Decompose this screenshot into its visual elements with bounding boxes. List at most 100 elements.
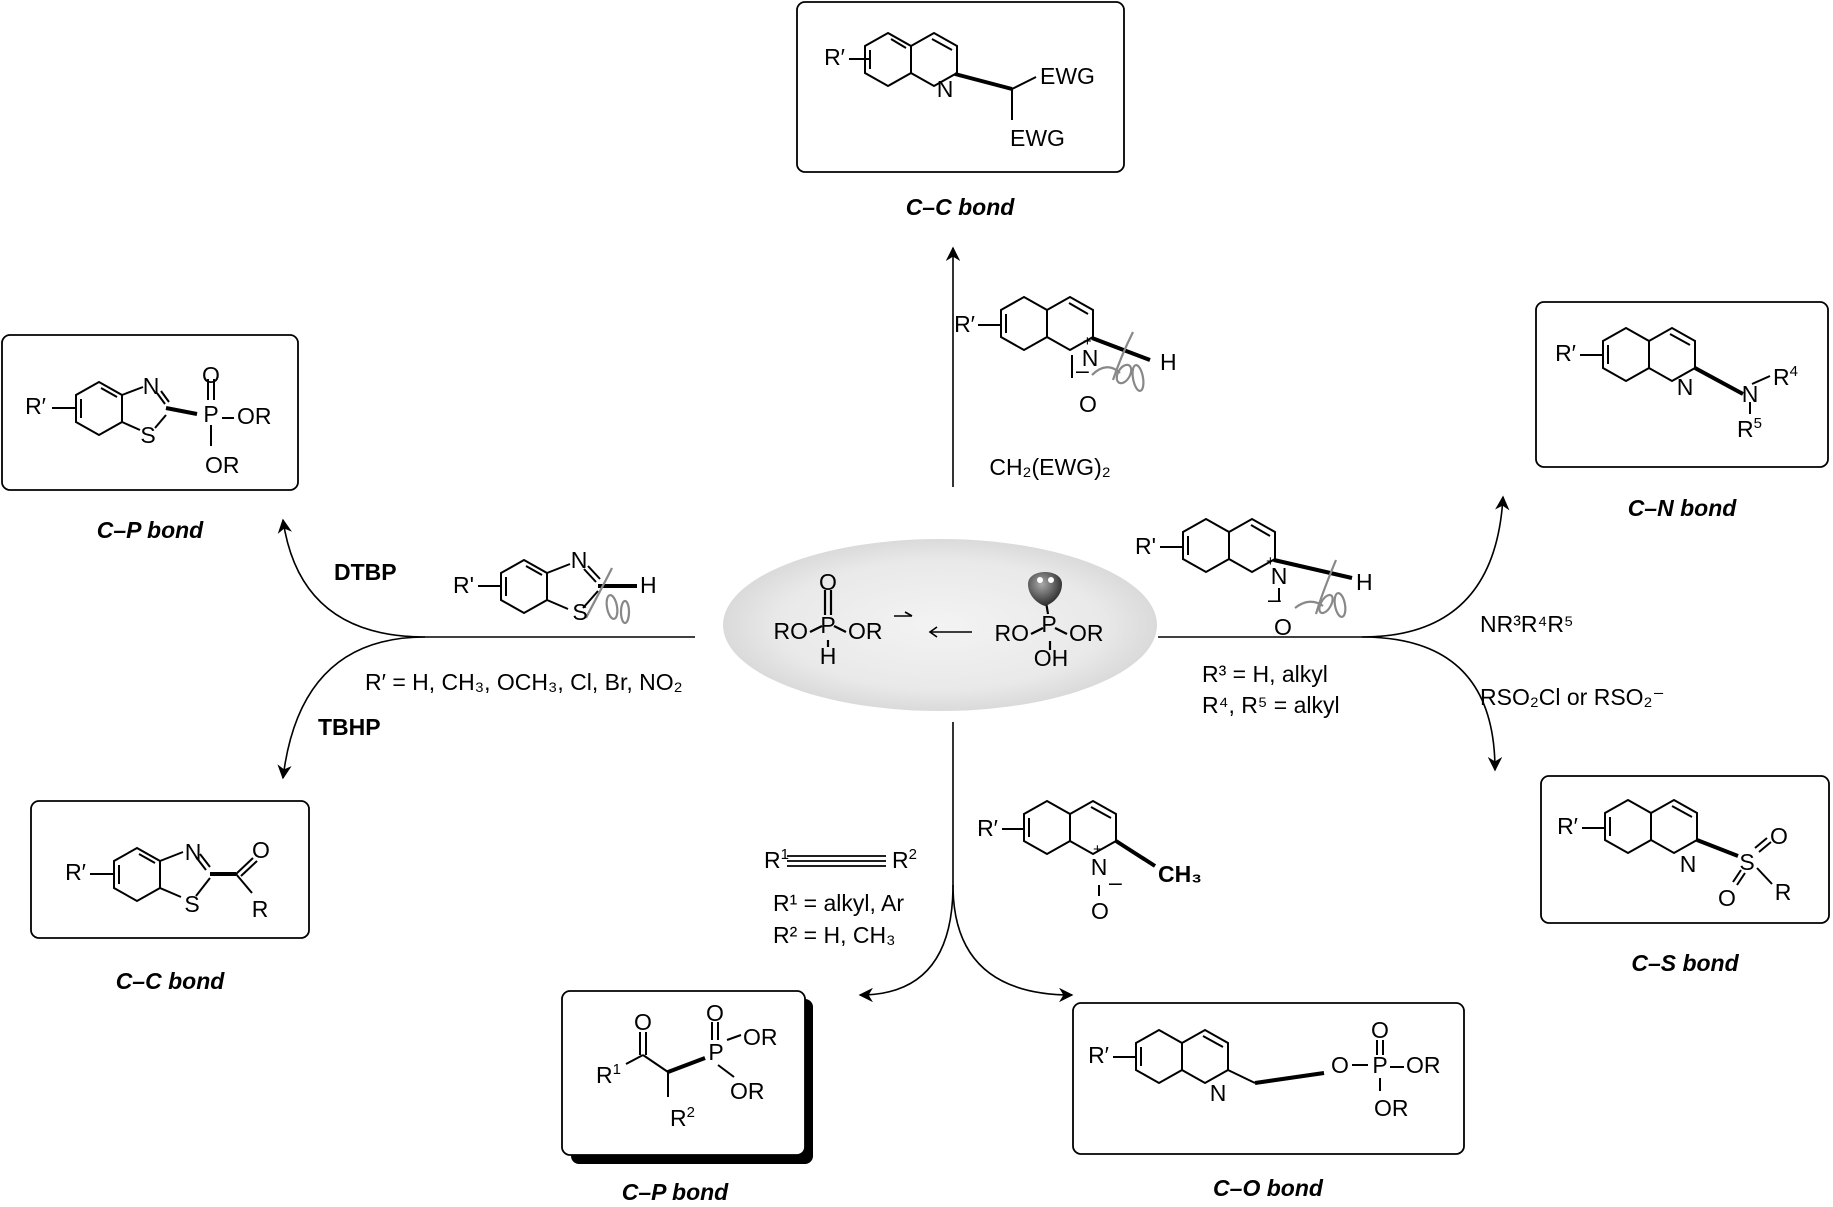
svg-text:H: H: [1356, 569, 1373, 595]
arrow-bottom-right: [952, 884, 1074, 1003]
svg-text:R': R': [453, 572, 474, 598]
reagent-right-noxide: R' N + – O H: [1135, 517, 1373, 640]
oxidant-dtbp: DTBP: [334, 559, 397, 585]
svg-text:S: S: [572, 599, 587, 625]
svg-text:H: H: [640, 572, 657, 598]
svg-text:N: N: [1742, 381, 1759, 407]
product-bottom-co: R′ N O P O OR OR C–O bond: [1072, 1002, 1465, 1201]
svg-text:N: N: [1210, 1080, 1227, 1106]
svg-text:N: N: [1271, 563, 1288, 589]
label-left-cp: C–P bond: [97, 517, 204, 543]
product-bottom-cp: O O P OR OR R1 R2 C–P bond: [561, 990, 813, 1205]
svg-text:R′: R′: [977, 815, 998, 841]
svg-text:P: P: [708, 1039, 723, 1065]
svg-text:OR: OR: [1374, 1095, 1409, 1121]
svg-text:R: R: [1775, 879, 1792, 905]
reagent-amine: NR³R⁴R⁵: [1480, 611, 1574, 637]
product-right-cs: R′ N S O O R C–S bond: [1540, 775, 1830, 976]
svg-text:EWG: EWG: [1040, 63, 1095, 89]
svg-text:R1: R1: [596, 1061, 621, 1088]
oxidant-tbhp: TBHP: [318, 714, 381, 740]
svg-text:R′: R′: [1557, 813, 1578, 839]
svg-text:R2: R2: [670, 1104, 695, 1131]
lone-pair-dot-2: [1048, 577, 1054, 583]
svg-text:OR: OR: [1406, 1052, 1441, 1078]
h-form-ro: RO: [774, 618, 809, 644]
product-box: [30, 800, 310, 939]
label-top-cc: C–C bond: [906, 194, 1016, 220]
svg-text:O: O: [1331, 1052, 1349, 1078]
svg-text:–: –: [1268, 586, 1281, 612]
svg-text:R: R: [252, 896, 269, 922]
lone-pair-dot-1: [1037, 577, 1043, 583]
svg-text:+: +: [1083, 333, 1092, 350]
oh-form-oh: OH: [1034, 645, 1069, 671]
label-left-cc: C–C bond: [116, 968, 226, 994]
reaction-arrows: [277, 246, 1510, 1003]
reagent-alkyne: R1 R2: [764, 846, 917, 873]
svg-text:N: N: [937, 76, 954, 102]
equilibrium-arrows: [894, 611, 972, 638]
oh-form-ro: RO: [995, 620, 1030, 646]
svg-text:S: S: [1739, 849, 1754, 875]
reagent-methyl-noxide: R′ N + – O CH₃: [977, 799, 1202, 924]
svg-text:N: N: [571, 547, 588, 573]
svg-text:S: S: [184, 891, 199, 917]
svg-text:R′: R′: [1088, 1042, 1109, 1068]
product-box: [1072, 1002, 1465, 1155]
svg-text:R′: R′: [65, 859, 86, 885]
label-right-cs: C–S bond: [1631, 950, 1739, 976]
svg-text:–: –: [1076, 357, 1089, 383]
svg-text:O: O: [1091, 898, 1109, 924]
product-box: [796, 1, 1125, 173]
svg-text:S: S: [140, 422, 155, 448]
svg-text:R′: R′: [25, 393, 46, 419]
svg-text:OR: OR: [743, 1024, 778, 1050]
product-left-cc: R′ N S O R C–C bond: [30, 800, 310, 994]
svg-text:N: N: [143, 373, 160, 399]
svg-text:R4: R4: [1773, 363, 1798, 390]
arrow-left-down: [277, 636, 426, 780]
left-condition: R′ = H, CH₃, OCH₃, Cl, Br, NO₂: [365, 669, 683, 695]
oh-form-or: OR: [1069, 620, 1104, 646]
reagent-malonate: CH₂(EWG)₂: [989, 454, 1110, 480]
svg-text:EWG: EWG: [1010, 125, 1065, 151]
h-form-o: O: [819, 569, 837, 595]
reagent-top-noxide: R′ N + – O H CH₂(EWG)₂: [954, 295, 1177, 480]
svg-text:O: O: [1274, 614, 1292, 640]
arrow-left-up: [277, 518, 426, 638]
svg-text:R2: R2: [892, 846, 917, 873]
svg-text:CH₃: CH₃: [1158, 861, 1202, 887]
h-form-h: H: [820, 643, 837, 669]
product-box: [1535, 301, 1829, 468]
product-box: [1540, 775, 1830, 924]
product-right-cn: R′ N N R4 R5 C–N bond: [1535, 301, 1829, 521]
product-top-cc: R′ N EWG EWG C–C bond: [796, 1, 1125, 220]
bottom-left-condition-2: R² = H, CH₃: [773, 922, 895, 948]
svg-text:R5: R5: [1737, 415, 1762, 442]
svg-text:O: O: [706, 1000, 724, 1026]
svg-text:R': R': [1135, 533, 1156, 559]
svg-text:H: H: [1160, 349, 1177, 375]
arrow-right-down: [1361, 636, 1503, 772]
reagent-sulfonyl: RSO₂Cl or RSO₂⁻: [1480, 684, 1665, 710]
right-condition-2: R⁴, R⁵ = alkyl: [1202, 692, 1340, 718]
arrow-right-up: [1361, 495, 1510, 638]
product-box: [561, 990, 806, 1156]
center-equilibrium: O RO P OR H RO P OR OH: [723, 539, 1157, 711]
reagent-left-benzothiazole: R' N S H: [453, 547, 657, 625]
label-bottom-co: C–O bond: [1213, 1175, 1324, 1201]
svg-text:O: O: [202, 362, 220, 388]
bottom-left-condition-1: R¹ = alkyl, Ar: [773, 890, 904, 916]
svg-text:+: +: [1266, 553, 1275, 570]
svg-text:OR: OR: [730, 1078, 765, 1104]
svg-text:+: +: [1093, 841, 1102, 858]
h-form-or: OR: [848, 618, 883, 644]
label-bottom-cp: C–P bond: [622, 1179, 729, 1205]
svg-text:O: O: [1079, 391, 1097, 417]
svg-text:OR: OR: [205, 452, 240, 478]
svg-text:O: O: [634, 1009, 652, 1035]
svg-text:O: O: [1770, 823, 1788, 849]
svg-text:R′: R′: [824, 44, 845, 70]
